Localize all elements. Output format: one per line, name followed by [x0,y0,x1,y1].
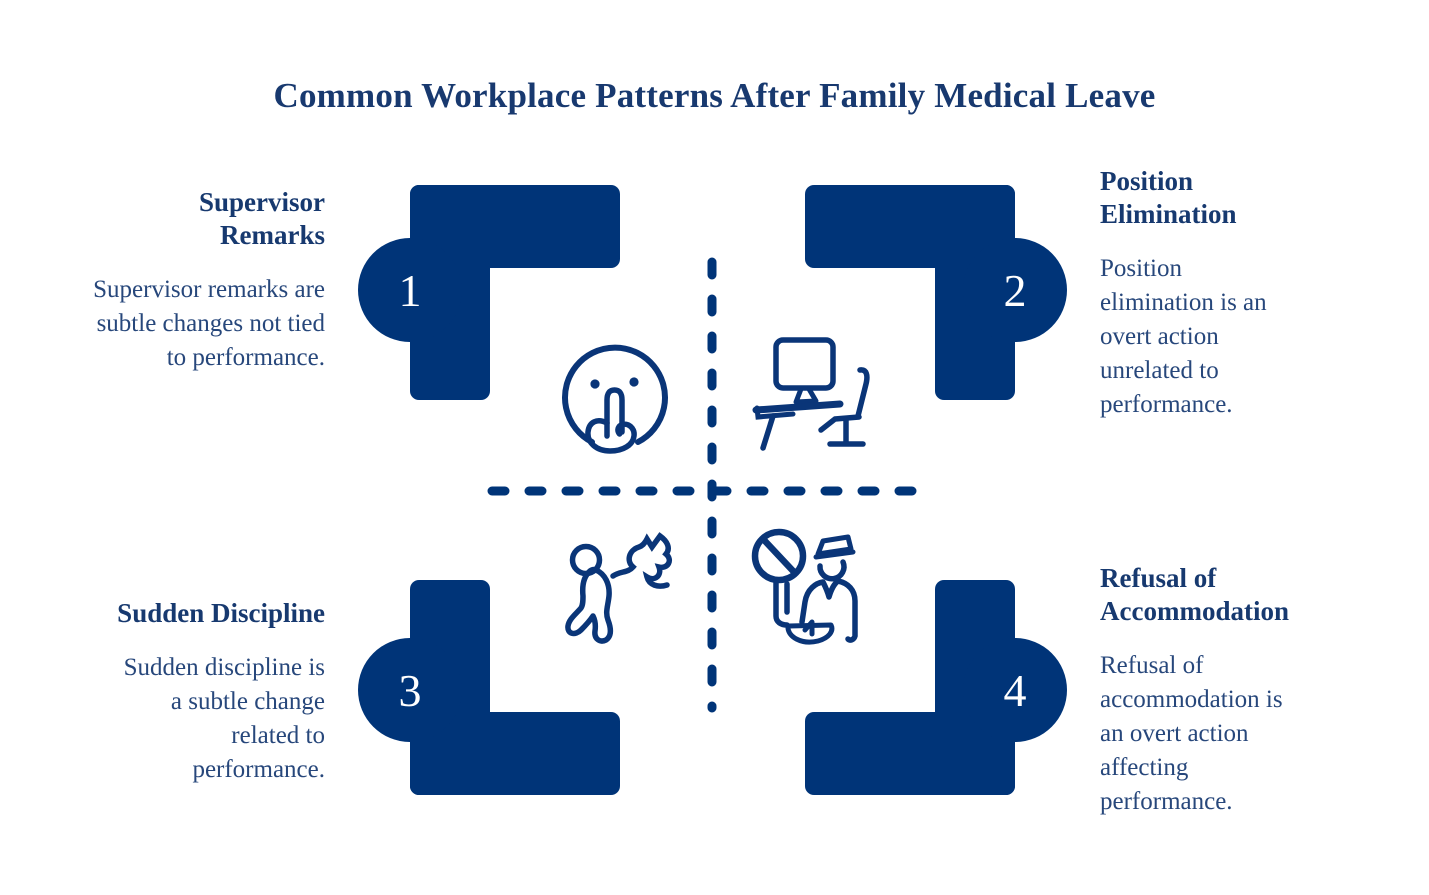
quadrant-2-text: Position Elimination Position eliminatio… [1100,165,1365,422]
quadrant-2-number-badge: 2 [963,238,1067,342]
quadrant-3-number-badge: 3 [358,638,462,742]
quadrant-3-number: 3 [398,664,422,716]
quadrant-2-title: Position Elimination [1100,166,1237,229]
quadrant-2-bracket: 2 [805,185,1067,400]
quadrant-1-text: Supervisor Remarks Supervisor remarks ar… [40,186,325,375]
quadrant-1-number: 1 [398,264,422,316]
quadrant-2-number: 2 [1003,264,1027,316]
quadrant-2-description: Position elimination is an overt action … [1100,255,1267,418]
quadrant-4-text: Refusal of Accommodation Refusal of acco… [1100,562,1365,819]
quadrant-3-bracket: 3 [358,580,620,795]
quadrant-3-description: Sudden discipline is a subtle change rel… [123,654,325,783]
page-title: Common Workplace Patterns After Family M… [273,76,1156,115]
quadrant-4-description: Refusal of accommodation is an overt act… [1100,652,1283,815]
quadrant-4-title: Refusal of Accommodation [1100,563,1289,626]
shush-face-icon [562,344,668,454]
quadrant-4-bracket: 4 [805,580,1067,795]
quadrant-4-number-badge: 4 [963,638,1067,742]
quadrant-3-title: Sudden Discipline [117,598,325,628]
scolded-person-icon [565,532,672,644]
desk-and-chair-icon [752,337,870,451]
quadrant-1-number-badge: 1 [358,238,462,342]
quadrant-1-bracket: 1 [358,185,620,400]
quadrant-1-description: Supervisor remarks are subtle changes no… [93,276,325,371]
guard-prohibition-icon [751,528,858,645]
quadrant-4-number: 4 [1003,664,1027,716]
quadrant-3-text: Sudden Discipline Sudden discipline is a… [40,597,325,787]
quadrant-1-title: Supervisor Remarks [198,187,325,250]
